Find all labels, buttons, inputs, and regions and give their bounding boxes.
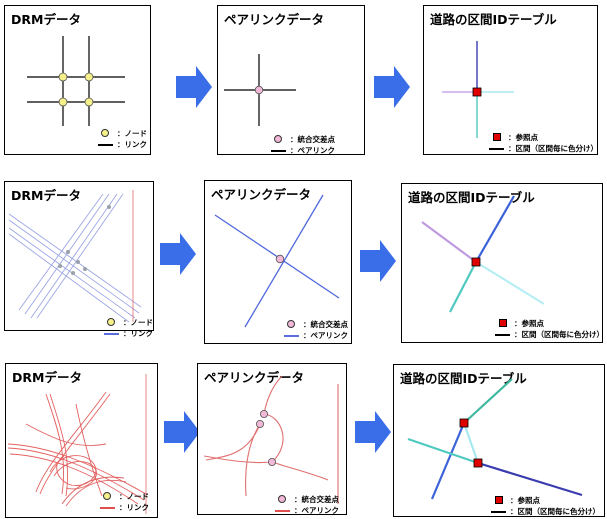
legend-link-label: ：リンク <box>123 329 153 338</box>
legend-section-label: ：区間（区間毎に色分け） <box>510 507 600 516</box>
row3-drm-panel: DRMデータ ：ノード ：リンク <box>5 363 158 518</box>
node-symbol-icon <box>97 129 115 138</box>
row2-pairlink-panel: ペアリンクデータ ：統合交差点 ：ペアリンク <box>204 180 352 344</box>
panel-title: DRMデータ <box>11 12 81 27</box>
section-symbol-icon <box>490 507 508 516</box>
link-symbol-icon <box>99 503 117 512</box>
row3-section-diagram <box>407 378 583 500</box>
legend: ：ノード ：リンク <box>103 317 153 339</box>
legend-junction-label: ：統合交差点 <box>303 320 348 329</box>
legend-node-label: ：ノード <box>123 318 153 327</box>
panel-title: 道路の区間IDテーブル <box>430 12 557 27</box>
legend: ：参照点 ：区間（区間毎に色分け） <box>488 132 598 154</box>
arrow-right-icon <box>160 233 196 275</box>
row1-section-diagram <box>442 41 514 138</box>
arrow-right-icon <box>374 66 410 108</box>
legend-pairlink-label: ：ペアリンク <box>294 506 339 515</box>
node-symbol-icon <box>99 492 117 501</box>
legend: ：参照点 ：区間（区間毎に色分け） <box>490 495 600 517</box>
legend: ：参照点 ：区間（区間毎に色分け） <box>494 318 604 340</box>
pairlink-symbol-icon <box>270 146 288 155</box>
legend: ：ノード ：リンク <box>97 128 147 150</box>
legend: ：統合交差点 ：ペアリンク <box>283 319 348 341</box>
row2-drm-panel: DRMデータ ：ノード ：リンク <box>4 181 154 338</box>
panel-title: DRMデータ <box>12 370 82 385</box>
node-symbol-icon <box>103 318 121 327</box>
legend-link-label: ：リンク <box>117 140 147 149</box>
row3-section-table-panel: 道路の区間IDテーブル ：参照点 ：区間（区間毎に色分け） <box>393 364 605 517</box>
row2-pairlink-diagram <box>214 194 340 328</box>
ref-point-symbol-icon <box>488 133 506 142</box>
row3-pairlink-panel: ペアリンクデータ ：統合交差点 ：ペアリンク <box>197 363 347 515</box>
legend-ref-point-label: ：参照点 <box>510 496 540 505</box>
legend: ：ノード ：リンク <box>99 491 149 513</box>
link-symbol-icon <box>103 329 121 338</box>
panel-title: 道路の区間IDテーブル <box>408 190 535 205</box>
row2-drm-diagram <box>8 190 142 323</box>
arrow-right-icon <box>360 240 396 282</box>
legend: ：統合交差点 ：ペアリンク <box>274 494 339 516</box>
ref-point-symbol-icon <box>494 319 512 328</box>
legend-node-label: ：ノード <box>117 129 147 138</box>
pairlink-symbol-icon <box>274 506 292 515</box>
legend-junction-label: ：統合交差点 <box>290 135 335 144</box>
arrow-right-icon <box>164 411 200 453</box>
legend-junction-label: ：統合交差点 <box>294 495 339 504</box>
link-symbol-icon <box>97 140 115 149</box>
section-symbol-icon <box>488 144 506 153</box>
row1-drm-panel: DRMデータ ：ノード ：リンク <box>4 5 151 155</box>
row1-pairlink-diagram <box>224 54 296 126</box>
section-symbol-icon <box>494 330 512 339</box>
legend-section-label: ：区間（区間毎に色分け） <box>514 330 604 339</box>
legend-section-label: ：区間（区間毎に色分け） <box>508 144 598 153</box>
pairlink-symbol-icon <box>283 331 301 340</box>
legend-node-label: ：ノード <box>119 492 149 501</box>
panel-title: DRMデータ <box>11 188 81 203</box>
legend-link-label: ：リンク <box>119 503 149 512</box>
ref-point-symbol-icon <box>490 496 508 505</box>
panel-title: ペアリンクデータ <box>224 12 325 27</box>
legend: ：統合交差点 ：ペアリンク <box>270 134 335 156</box>
arrow-right-icon <box>176 66 212 108</box>
junction-symbol-icon <box>283 320 301 329</box>
legend-ref-point-label: ：参照点 <box>508 133 538 142</box>
row3-pairlink-diagram <box>203 375 339 504</box>
row1-section-table-panel: 道路の区間IDテーブル ：参照点 ：区間（区間毎に色分け） <box>423 5 598 155</box>
junction-symbol-icon <box>274 495 292 504</box>
row1-drm-diagram <box>27 36 125 126</box>
panel-title: ペアリンクデータ <box>211 187 312 202</box>
legend-ref-point-label: ：参照点 <box>514 319 544 328</box>
arrow-right-icon <box>355 411 391 453</box>
row2-section-diagram <box>421 195 545 313</box>
row2-section-table-panel: 道路の区間IDテーブル ：参照点 ：区間（区間毎に色分け） <box>401 183 604 343</box>
junction-symbol-icon <box>270 135 288 144</box>
legend-pairlink-label: ：ペアリンク <box>303 331 348 340</box>
legend-pairlink-label: ：ペアリンク <box>290 146 335 155</box>
row3-drm-diagram <box>7 374 147 514</box>
row1-pairlink-panel: ペアリンクデータ ：統合交差点 ：ペアリンク <box>217 5 365 155</box>
panel-title: ペアリンクデータ <box>204 370 305 385</box>
panel-title: 道路の区間IDテーブル <box>400 371 527 386</box>
